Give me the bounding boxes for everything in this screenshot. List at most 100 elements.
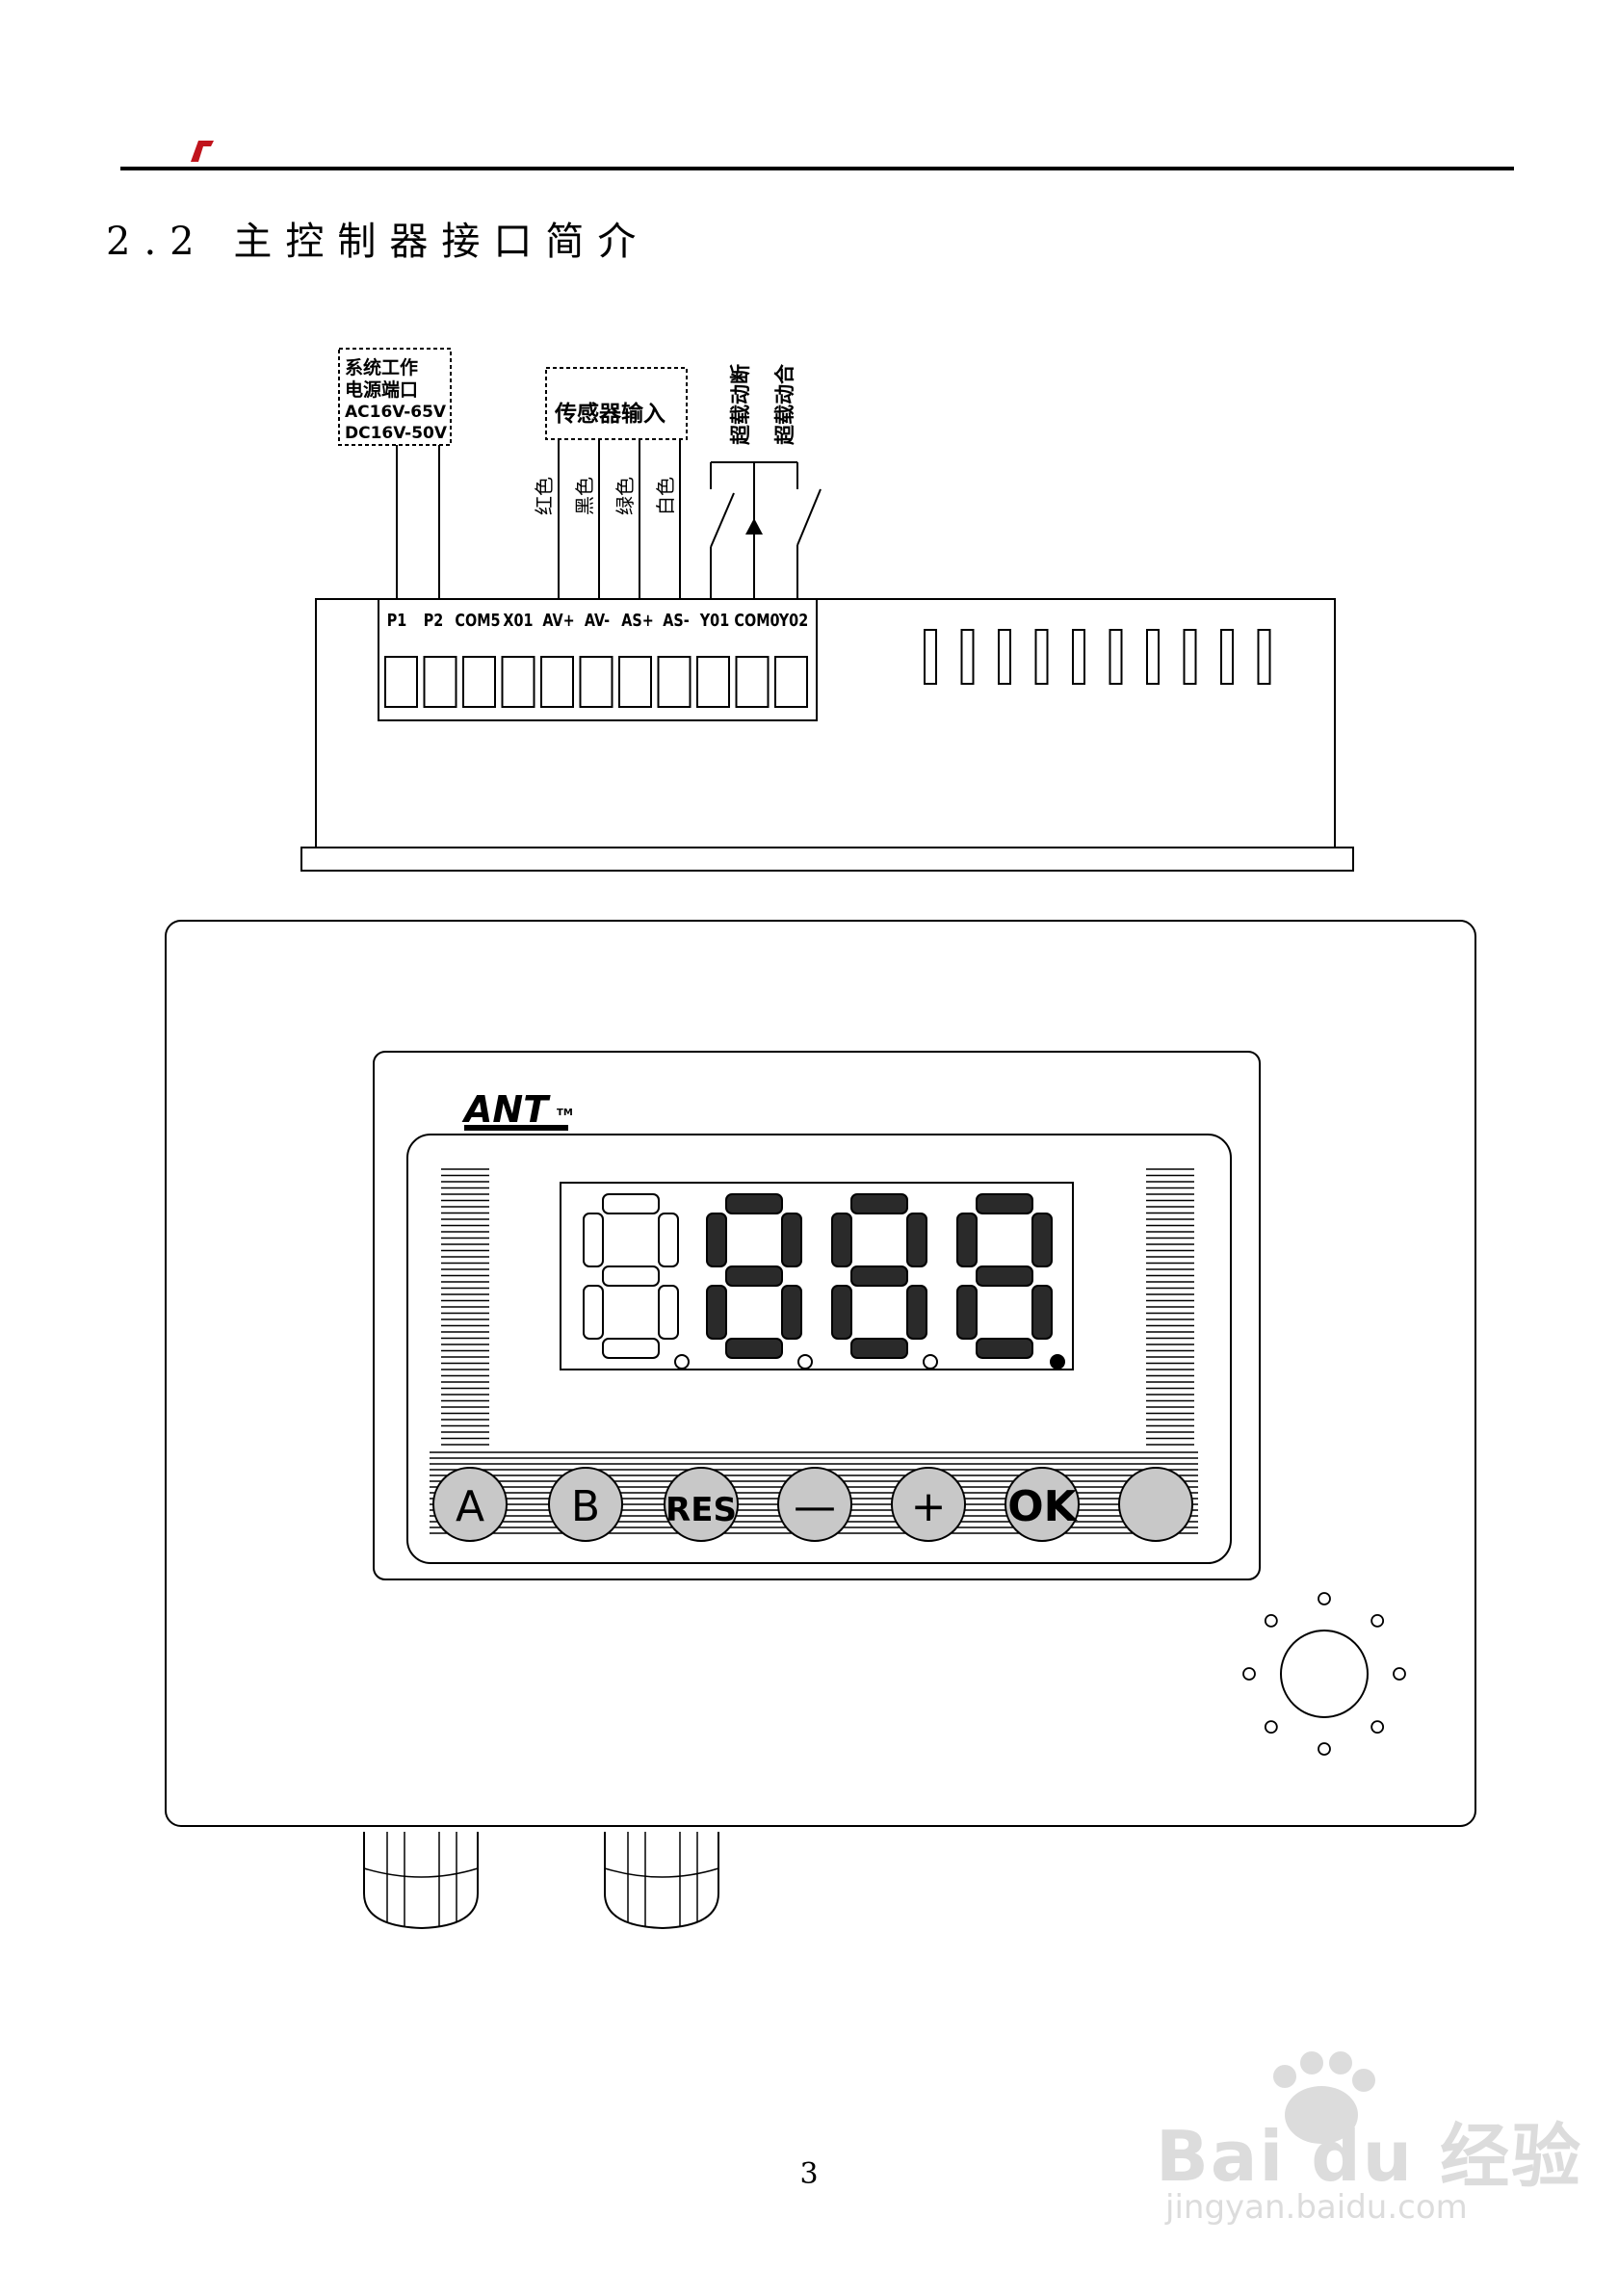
knob-dot	[1318, 1592, 1331, 1605]
led-segment	[781, 1213, 802, 1267]
display-bezel	[373, 1051, 1261, 1580]
led-segment	[850, 1265, 908, 1287]
panel-button[interactable]: RES	[664, 1467, 739, 1542]
knob-dot	[1393, 1667, 1406, 1681]
vent-slot	[1220, 629, 1234, 685]
led-segment	[658, 1213, 679, 1267]
led-segment	[583, 1285, 604, 1340]
led-segment	[956, 1285, 978, 1340]
brand-logo: ANT	[461, 1088, 551, 1131]
vent-slots	[924, 629, 1271, 685]
power-box-line-3: AC16V-65V	[345, 403, 447, 422]
terminal-screw	[696, 656, 730, 708]
led-segment	[1031, 1213, 1053, 1267]
hatch-left	[441, 1168, 489, 1446]
terminal-label: AS+	[621, 610, 654, 630]
led-segment	[956, 1213, 978, 1267]
led-segment	[602, 1265, 660, 1287]
sensor-input-label: 传感器输入	[554, 401, 665, 427]
button-label: A	[456, 1482, 484, 1531]
terminal-screw	[540, 656, 574, 708]
led-segment	[976, 1265, 1033, 1287]
vent-slot	[998, 629, 1011, 685]
button-label: +	[911, 1482, 947, 1531]
power-box-line-1: 系统工作	[345, 356, 418, 378]
led-segment	[706, 1285, 727, 1340]
controller-top-body	[315, 598, 1336, 848]
led-segment	[1031, 1285, 1053, 1340]
controller-top-base	[300, 847, 1354, 872]
brand-logo-mark	[191, 141, 214, 162]
button-circle[interactable]	[777, 1467, 852, 1542]
led-segment	[906, 1285, 927, 1340]
panel-button[interactable]: B	[548, 1467, 623, 1542]
panel-button[interactable]: OK	[1005, 1467, 1080, 1542]
vent-slot	[1072, 629, 1085, 685]
terminal-label: Y01	[699, 610, 729, 630]
led-digit	[706, 1193, 802, 1359]
hatch-right	[1146, 1168, 1194, 1446]
led-decimal-point	[923, 1354, 938, 1370]
terminal-screw	[501, 656, 535, 708]
button-circle[interactable]	[891, 1467, 966, 1542]
led-segment	[602, 1193, 660, 1214]
panel-button[interactable]: —	[777, 1467, 852, 1542]
knob-indicator-dots	[1242, 1592, 1406, 1756]
vent-slot	[960, 629, 975, 685]
button-circle[interactable]	[432, 1467, 508, 1542]
terminal-label: Y02	[778, 610, 808, 630]
controller-front-panel	[165, 920, 1476, 1827]
led-decimal-point	[1050, 1354, 1065, 1370]
button-circle[interactable]	[664, 1467, 739, 1542]
vent-slot	[1146, 629, 1160, 685]
page-number: 3	[799, 2157, 819, 2191]
knob-dot	[1370, 1613, 1385, 1628]
knob-dot	[1242, 1667, 1256, 1681]
display-window	[406, 1134, 1232, 1564]
button-label: RES	[665, 1491, 737, 1529]
vent-slot	[1034, 629, 1049, 685]
relay-label-no: 超载动合	[773, 363, 796, 445]
relay-label-nc: 超载动断	[729, 364, 752, 445]
led-segment	[658, 1285, 679, 1340]
button-label: B	[571, 1482, 600, 1531]
button-circle[interactable]	[1005, 1467, 1080, 1542]
terminal-block	[378, 598, 818, 721]
vent-slot	[1183, 629, 1197, 685]
panel-button[interactable]: +	[891, 1467, 966, 1542]
vent-slot	[924, 629, 937, 685]
button-row: A B RES — + OK	[432, 1467, 1193, 1542]
terminal-label: AS-	[663, 610, 689, 630]
terminal-screw	[657, 656, 692, 708]
power-box-line-2: 电源端口	[345, 378, 418, 401]
terminal-screw	[618, 656, 652, 708]
led-digits	[583, 1193, 1065, 1370]
led-segment	[725, 1193, 783, 1214]
button-circle[interactable]	[548, 1467, 623, 1542]
button-circle[interactable]	[1118, 1467, 1193, 1542]
terminal-boxes	[384, 656, 808, 708]
watermark-main: Bai du 经验	[1156, 2116, 1583, 2197]
panel-button[interactable]	[1118, 1467, 1193, 1542]
terminal-label: COM0	[734, 610, 779, 630]
wire-color-white: 白色	[654, 477, 677, 515]
panel-button[interactable]: A	[432, 1467, 508, 1542]
terminal-screw	[579, 656, 613, 708]
cable-gland-right	[604, 1832, 719, 1930]
led-segment	[725, 1265, 783, 1287]
wire-color-red: 红色	[533, 477, 556, 515]
led-segment	[706, 1213, 727, 1267]
knob-dot	[1318, 1742, 1331, 1756]
watermark-sub: jingyan.baidu.com	[1165, 2188, 1468, 2227]
led-segment	[781, 1285, 802, 1340]
knob-dot	[1264, 1613, 1278, 1628]
wire-color-black: 黑色	[573, 477, 596, 515]
baidu-paw-icon	[1273, 2051, 1375, 2144]
terminal-screw	[774, 656, 808, 708]
rotary-knob[interactable]	[1280, 1630, 1369, 1718]
vent-slot	[1109, 629, 1123, 685]
led-segment	[906, 1213, 927, 1267]
led-segment	[583, 1213, 604, 1267]
terminal-label: AV+	[542, 610, 574, 630]
